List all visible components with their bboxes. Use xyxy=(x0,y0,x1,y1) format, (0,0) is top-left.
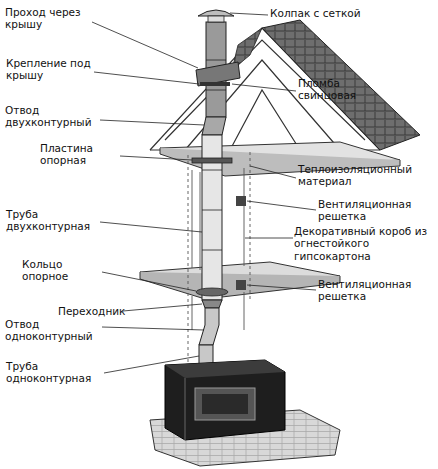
part-label-text: Вентиляционная решетка xyxy=(318,278,411,302)
part-label-text: Колпак с сеткой xyxy=(270,7,361,19)
leader-line xyxy=(92,13,316,373)
part-label: Пломба свинцовая xyxy=(298,77,398,102)
part-label-text: Вентиляционная решетка xyxy=(318,198,411,222)
part-label-text: Переходник xyxy=(58,305,125,317)
part-label: Проход через крышу xyxy=(5,6,93,31)
single-wall-elbow xyxy=(199,308,219,345)
part-label: Переходник xyxy=(58,305,126,317)
roof-tiles xyxy=(262,20,420,150)
adapter xyxy=(202,300,222,308)
part-label-text: Отвод двухконтурный xyxy=(5,104,91,128)
part-label-text: Теплоизоляционный материал xyxy=(298,163,412,187)
part-label: Труба одноконтурная xyxy=(6,360,104,385)
roof-pass xyxy=(196,62,240,86)
part-label-text: Пластина опорная xyxy=(40,142,93,166)
part-label: Отвод одноконтурный xyxy=(5,318,103,343)
vent-grille xyxy=(236,280,246,290)
part-label: Декоративный короб из огнестойкого гипсо… xyxy=(294,225,434,262)
part-label-text: Труба одноконтурная xyxy=(6,360,91,384)
part-label: Кольцо опорное xyxy=(22,258,102,283)
support-ring xyxy=(196,288,228,296)
cap xyxy=(198,10,234,16)
part-label: Вентиляционная решетка xyxy=(318,198,428,223)
part-label-text: Отвод одноконтурный xyxy=(5,318,93,342)
part-label-text: Пломба свинцовая xyxy=(298,77,356,101)
roof-mount xyxy=(200,82,230,86)
part-label-text: Кольцо опорное xyxy=(22,258,68,282)
part-label: Вентиляционная решетка xyxy=(318,278,428,303)
support-plate xyxy=(192,158,232,163)
part-label: Колпак с сеткой xyxy=(270,7,390,19)
part-label: Труба двухконтурная xyxy=(6,208,101,233)
part-label: Крепление под крышу xyxy=(6,57,94,82)
part-label-text: Крепление под крышу xyxy=(6,57,91,81)
part-label: Отвод двухконтурный xyxy=(5,104,100,129)
part-label-text: Труба двухконтурная xyxy=(6,208,90,232)
vent-grille xyxy=(236,196,246,206)
part-label: Пластина опорная xyxy=(40,142,120,167)
single-wall-pipe xyxy=(199,345,213,365)
part-label-text: Декоративный короб из огнестойкого гипсо… xyxy=(294,225,427,262)
part-label: Теплоизоляционный материал xyxy=(298,163,433,188)
stove xyxy=(165,360,285,440)
part-label-text: Проход через крышу xyxy=(5,6,81,30)
